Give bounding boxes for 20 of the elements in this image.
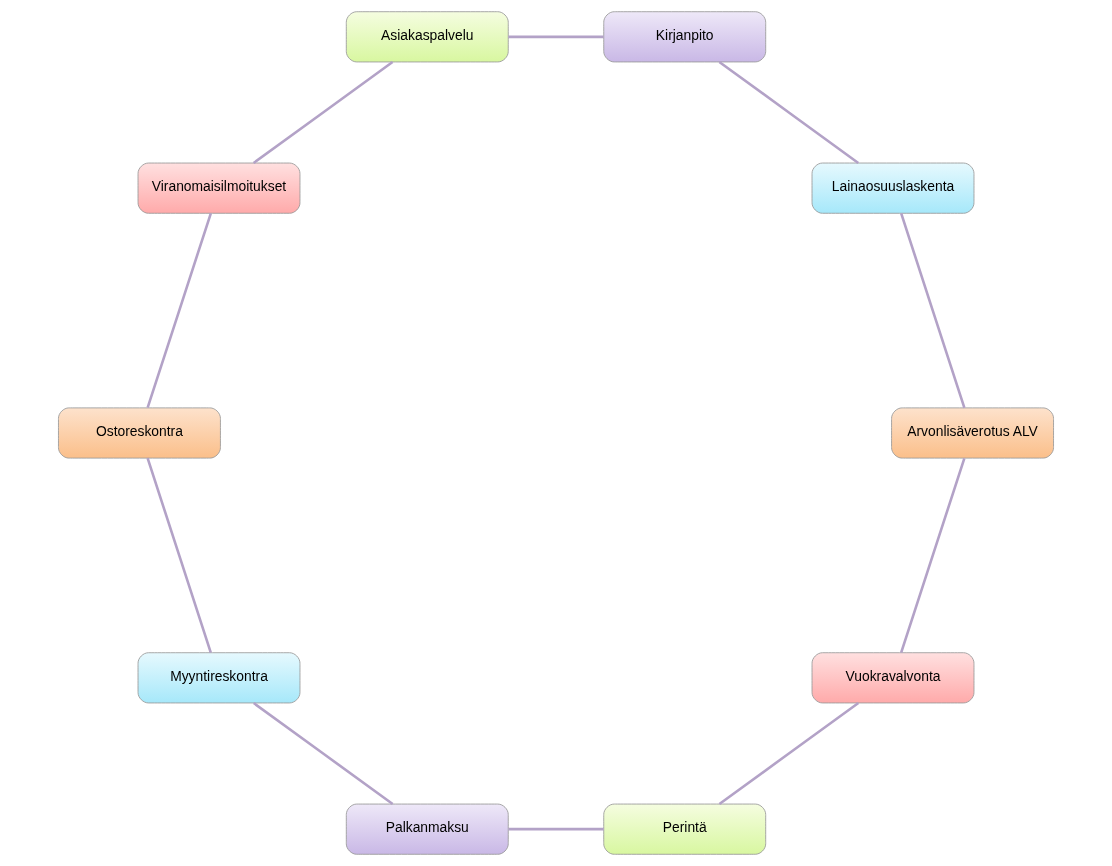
node-box: Lainaosuuslaskenta — [811, 162, 975, 214]
connector — [252, 61, 394, 165]
connector — [718, 701, 860, 805]
node-box: Arvonlisäverotus ALV — [891, 407, 1054, 459]
node-box: Ostoreskontra — [58, 407, 221, 459]
node-box: Viranomaisilmoitukset — [137, 162, 301, 214]
connector — [146, 212, 213, 409]
connector — [146, 457, 212, 653]
node-box: Palkanmaksu — [345, 803, 509, 855]
connector — [508, 35, 604, 39]
connector — [718, 60, 860, 164]
node-box: Kirjanpito — [603, 11, 767, 63]
node-box: Myyntireskontra — [137, 652, 301, 704]
connector — [508, 827, 604, 831]
node-box: Vuokravalvonta — [811, 652, 975, 704]
connector — [899, 457, 966, 654]
connector — [252, 702, 394, 806]
node-box: Asiakaspalvelu — [345, 11, 509, 63]
node-box: Perintä — [603, 803, 767, 855]
connector — [900, 213, 966, 409]
